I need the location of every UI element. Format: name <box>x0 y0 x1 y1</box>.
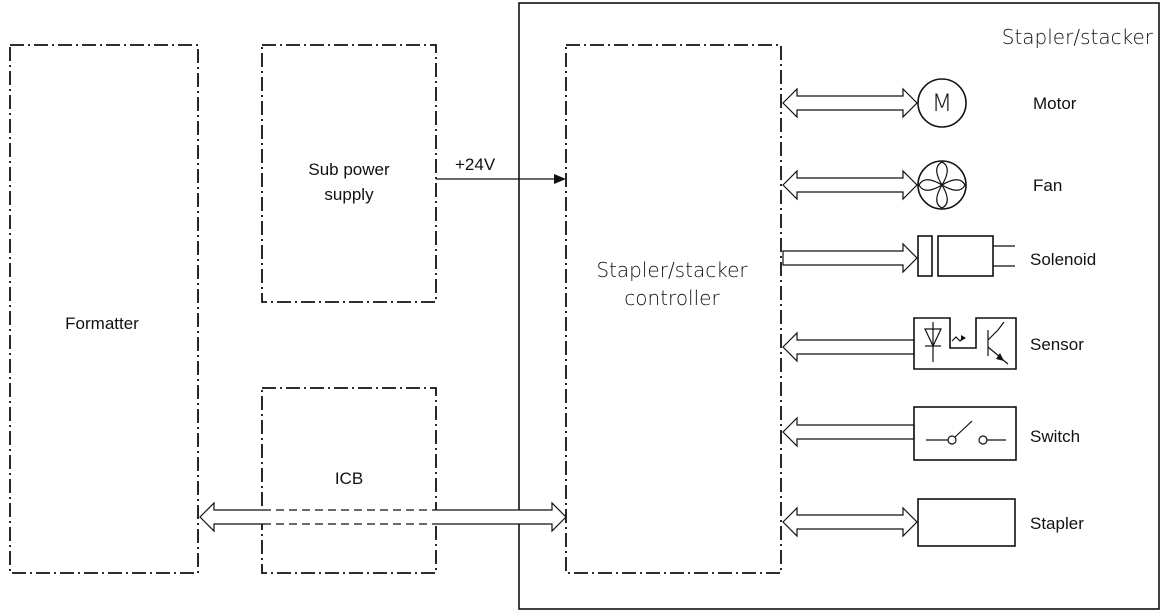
motor-label: Motor <box>1033 94 1077 113</box>
fan-bus-arrow <box>782 169 918 201</box>
region-title: Stapler/stacker <box>1002 25 1154 49</box>
switch-icon <box>913 406 1017 461</box>
solenoid-label: Solenoid <box>1030 250 1096 269</box>
bus-dash-mask <box>263 508 435 526</box>
sub-power-supply-block <box>261 44 437 303</box>
sensor-icon <box>913 317 1017 370</box>
fan-label: Fan <box>1033 176 1062 195</box>
power-arrowhead <box>554 174 566 184</box>
sensor-bus-arrow <box>782 331 915 363</box>
motor-bus-arrow <box>782 87 918 119</box>
solenoid-icon <box>917 235 1015 277</box>
formatter-block <box>9 44 199 574</box>
controller-label-line2: controller <box>624 286 720 310</box>
stapler-bus-arrow <box>782 506 918 538</box>
controller-block <box>565 44 782 574</box>
motor-icon <box>917 78 967 128</box>
stapler-icon <box>917 498 1016 547</box>
stapler-stacker-region <box>518 2 1160 610</box>
sub-power-label-line2: supply <box>324 185 374 204</box>
motor-symbol: M <box>932 89 953 117</box>
power-label: +24V <box>455 155 496 174</box>
formatter-label: Formatter <box>65 314 139 333</box>
switch-label: Switch <box>1030 427 1080 446</box>
icb-label: ICB <box>335 469 363 488</box>
fan-icon <box>917 160 967 210</box>
stapler-label: Stapler <box>1030 514 1084 533</box>
controller-label-line1: Stapler/stacker <box>596 258 748 282</box>
switch-bus-arrow <box>782 416 915 448</box>
sensor-label: Sensor <box>1030 335 1084 354</box>
solenoid-bus-arrow <box>782 242 918 274</box>
icb-block <box>261 387 437 574</box>
sub-power-label-line1: Sub power <box>308 160 390 179</box>
